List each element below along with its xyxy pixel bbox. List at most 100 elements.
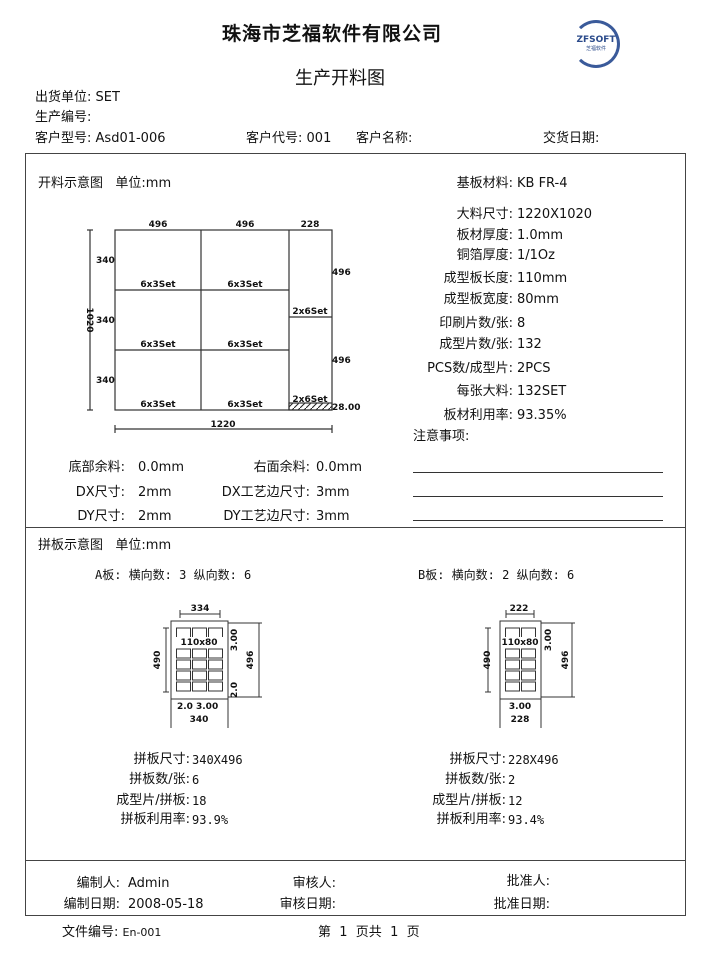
page-number: 第 1 页共 1 页 [318, 925, 420, 940]
ship-unit: 出货单位: SET [35, 90, 120, 105]
dim-waste: 28.00 [332, 403, 360, 413]
dim: 334 [191, 604, 210, 614]
dim-top: 228 [301, 220, 320, 230]
pcs-cell [505, 659, 520, 670]
notes-line [413, 496, 663, 497]
spec-label: 每张大料: [456, 384, 513, 399]
cutting-title: 开料示意图 单位:mm [38, 176, 172, 191]
dim-width: 1220 [210, 420, 235, 430]
dy-label: DY尺寸: [77, 509, 125, 524]
pcs-cell [192, 670, 207, 681]
cell-label: 6x3Set [140, 280, 176, 290]
dy-edge-label: DY工艺边尺寸: [223, 509, 310, 524]
dim: 3.00 [196, 702, 218, 712]
waste-hatch [288, 402, 333, 411]
stat-value: 2 [508, 773, 516, 787]
cust-model: 客户型号: Asd01-006 [35, 131, 166, 146]
dim: 496 [246, 651, 256, 670]
dim: 2.0 [177, 702, 193, 712]
stat-value: 93.9% [192, 813, 229, 827]
spec-value: 132SET [517, 384, 567, 399]
spec-value: 8 [517, 316, 526, 331]
editor-value: Admin [128, 876, 170, 891]
notes-line [413, 520, 663, 521]
notes-label: 注意事项: [413, 429, 470, 444]
pcs-cell [521, 670, 536, 681]
cell-bracket [208, 627, 223, 637]
dx-label: DX尺寸: [75, 485, 125, 500]
cell-size: 110x80 [501, 638, 538, 648]
dim: 340 [190, 715, 209, 725]
stat-label: 成型片/拼板: [432, 793, 506, 808]
stat-value: 12 [508, 794, 523, 808]
stat-label: 拼板数/张: [129, 772, 190, 787]
pcs-cell [505, 681, 520, 692]
dim: 490 [483, 651, 493, 670]
cell-bracket [176, 627, 191, 637]
dim-top: 496 [236, 220, 255, 230]
doc-title: 生产开料图 [295, 68, 385, 89]
prod-no: 生产编号: [35, 110, 92, 125]
spec-value: 2PCS [517, 361, 551, 376]
bottom-margin-label: 底部余料: [68, 460, 125, 475]
panel-a-labels: 334 110x80 490 496 3.00 2.0 2.0 3.00 340… [153, 604, 571, 725]
pcs-cell [192, 681, 207, 692]
dx-value: 2mm [138, 485, 172, 500]
notes-line [413, 472, 663, 473]
stat-value: 228X496 [508, 753, 559, 767]
cutting-drawing [87, 229, 333, 433]
company-logo: ZFSOFT 芝福软件 [572, 20, 620, 68]
spec-value: 1/1Oz [517, 248, 555, 263]
dim: 490 [153, 651, 163, 670]
pcs-cell [505, 670, 520, 681]
pcs-cell [208, 670, 223, 681]
divider [25, 860, 685, 861]
cell-label: 6x3Set [227, 280, 263, 290]
pcs-cell [505, 648, 520, 659]
panel-a-heading: A板: 横向数: 3 纵向数: 6 [95, 568, 252, 582]
dim-right: 496 [332, 268, 351, 278]
pcs-cell [208, 659, 223, 670]
edit-date-label: 编制日期: [63, 897, 120, 912]
cell-bracket [192, 627, 207, 637]
spec-label: 板材利用率: [443, 408, 513, 423]
stat-label: 拼板数/张: [445, 772, 506, 787]
dim: 496 [561, 651, 571, 670]
spec-value: 110mm [517, 271, 568, 286]
stat-value: 93.4% [508, 813, 545, 827]
spec-label: 成型板长度: [443, 271, 513, 286]
delivery-date: 交货日期: [543, 131, 600, 146]
dy-value: 2mm [138, 509, 172, 524]
cell-bracket [521, 627, 536, 637]
dim: 228 [511, 715, 530, 725]
pcs-cell [176, 648, 191, 659]
pcs-cell [176, 681, 191, 692]
dim: 3.00 [544, 629, 554, 651]
dim-left: 340 [96, 376, 115, 386]
doc-number: 文件编号: En-001 [62, 925, 162, 940]
main-frame [25, 153, 686, 916]
pcs-cell [176, 659, 191, 670]
spec-label: 成型板宽度: [443, 292, 513, 307]
spec-label: 铜箔厚度: [456, 248, 513, 263]
dim-left: 340 [96, 316, 115, 326]
pcs-cell [192, 648, 207, 659]
company-name: 珠海市芝福软件有限公司 [222, 23, 443, 45]
editor-label: 编制人: [76, 876, 120, 891]
panel-title: 拼板示意图 单位:mm [38, 538, 172, 553]
stat-value: 6 [192, 773, 200, 787]
side-label: 2x6Set [292, 395, 328, 405]
cell-label: 6x3Set [227, 400, 263, 410]
pcs-cell [521, 659, 536, 670]
cust-code: 客户代号: 001 [246, 131, 332, 146]
panel-a-drawing [163, 610, 262, 728]
spec-label: 基板材料: [456, 176, 513, 191]
pcs-cell [192, 659, 207, 670]
bottom-margin-value: 0.0mm [138, 460, 185, 475]
dx-edge-label: DX工艺边尺寸: [221, 485, 310, 500]
side-label: 2x6Set [292, 307, 328, 317]
cutting-labels: 496 496 228 340 340 340 1020 1220 496 49… [84, 220, 360, 430]
spec-label: 成型片数/张: [439, 337, 513, 352]
